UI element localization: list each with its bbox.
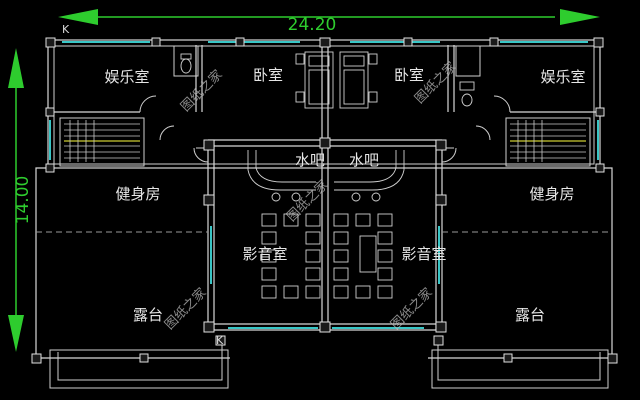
width-dimension-label: 24.20	[288, 15, 337, 35]
bathroom-fixtures	[180, 53, 475, 107]
height-dimension: 14.00	[8, 48, 33, 352]
theater-seating	[261, 213, 393, 299]
room-label-theater-right: 影音室	[401, 245, 446, 263]
stairs-left	[64, 120, 140, 162]
room-label-entertainment-right: 娱乐室	[540, 68, 585, 86]
room-label-terrace-right: 露台	[515, 306, 545, 324]
walls	[35, 39, 613, 389]
room-label-bedroom-right: 卧室	[394, 66, 424, 84]
markers: K K	[62, 23, 224, 347]
room-label-water-bar-left: 水吧	[295, 151, 325, 169]
bed-right	[339, 51, 378, 109]
height-dimension-label: 14.00	[13, 176, 33, 225]
room-label-bedroom-left: 卧室	[253, 66, 283, 84]
bed-left	[295, 51, 334, 109]
windows	[49, 41, 599, 329]
marker-k-bottom: K	[216, 334, 224, 347]
room-label-theater-left: 影音室	[242, 245, 287, 263]
stairs-right	[510, 120, 586, 162]
room-label-gym-right: 健身房	[529, 185, 574, 203]
watermark: 图纸之家	[388, 285, 436, 333]
room-labels: 娱乐室 卧室 卧室 娱乐室 水吧 水吧 健身房 健身房 影音室 影音室 露台 露…	[104, 66, 585, 324]
marker-k-top: K	[62, 23, 70, 36]
room-label-terrace-left: 露台	[133, 306, 163, 324]
watermark: 图纸之家	[284, 177, 332, 225]
room-label-entertainment-left: 娱乐室	[104, 68, 149, 86]
room-label-water-bar-right: 水吧	[349, 151, 379, 169]
columns	[31, 37, 618, 364]
water-bar-counter	[247, 150, 405, 202]
watermark: 图纸之家	[162, 285, 210, 333]
room-label-gym-left: 健身房	[115, 185, 160, 203]
width-dimension: 24.20	[58, 9, 600, 35]
